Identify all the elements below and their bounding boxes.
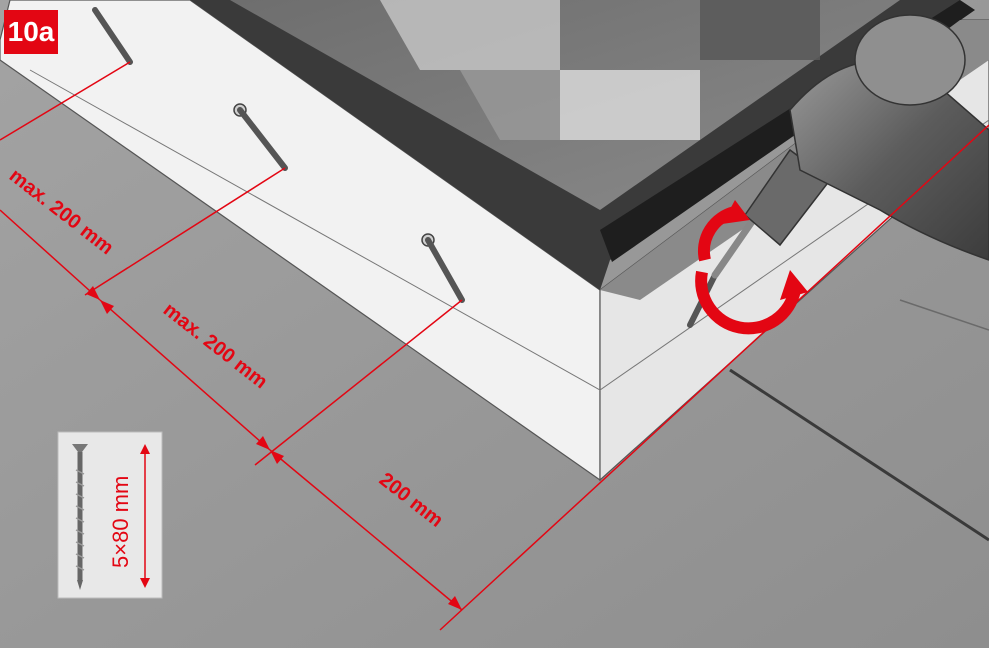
screw-size-label: 5×80 mm bbox=[108, 476, 133, 568]
glass-reflection bbox=[560, 70, 700, 140]
glass-reflection bbox=[380, 0, 560, 70]
step-number-badge: 10a bbox=[4, 10, 58, 54]
screw bbox=[421, 233, 465, 303]
glass-reflection bbox=[460, 70, 560, 140]
upstand-seam bbox=[29, 69, 989, 391]
dimension-lines bbox=[0, 61, 989, 631]
dimension-arrowheads bbox=[86, 286, 462, 610]
power-drill-icon bbox=[711, 14, 989, 279]
glass-reflection bbox=[700, 0, 820, 60]
screw-spec-inset: 5×80 mm bbox=[57, 431, 163, 599]
screw bbox=[233, 103, 288, 171]
screw bbox=[92, 7, 133, 65]
roof-joint-line bbox=[729, 368, 989, 542]
rotation-arrow-icon bbox=[695, 200, 808, 335]
screw-icon bbox=[72, 444, 88, 590]
roof-joint-line bbox=[899, 299, 989, 331]
